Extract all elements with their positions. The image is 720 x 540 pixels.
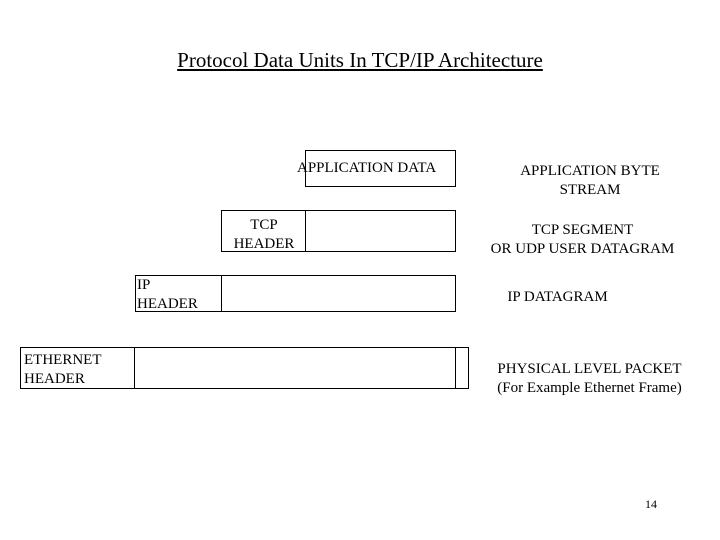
ip-header-label: IP HEADER <box>137 277 198 312</box>
page-number: 14 <box>645 497 657 511</box>
tcp-payload-box <box>305 210 456 252</box>
ethernet-header-label: ETHERNET HEADER <box>24 352 102 387</box>
application-data-box <box>305 150 456 187</box>
ip-datagram-description: IP DATAGRAM <box>507 289 608 305</box>
ethernet-payload-box <box>134 347 456 389</box>
application-byte-stream-description: APPLICATION BYTE STREAM <box>520 163 660 198</box>
slide-title: Protocol Data Units In TCP/IP Architectu… <box>177 48 543 72</box>
tcp-header-label: TCP HEADER <box>233 217 295 252</box>
tcp-segment-description: TCP SEGMENT OR UDP USER DATAGRAM <box>490 222 675 257</box>
ip-payload-box <box>221 275 456 312</box>
physical-level-packet-description: PHYSICAL LEVEL PACKET (For Example Ether… <box>497 361 682 396</box>
application-data-label: APPLICATION DATA <box>297 160 437 176</box>
ethernet-trailer-box <box>455 347 469 389</box>
